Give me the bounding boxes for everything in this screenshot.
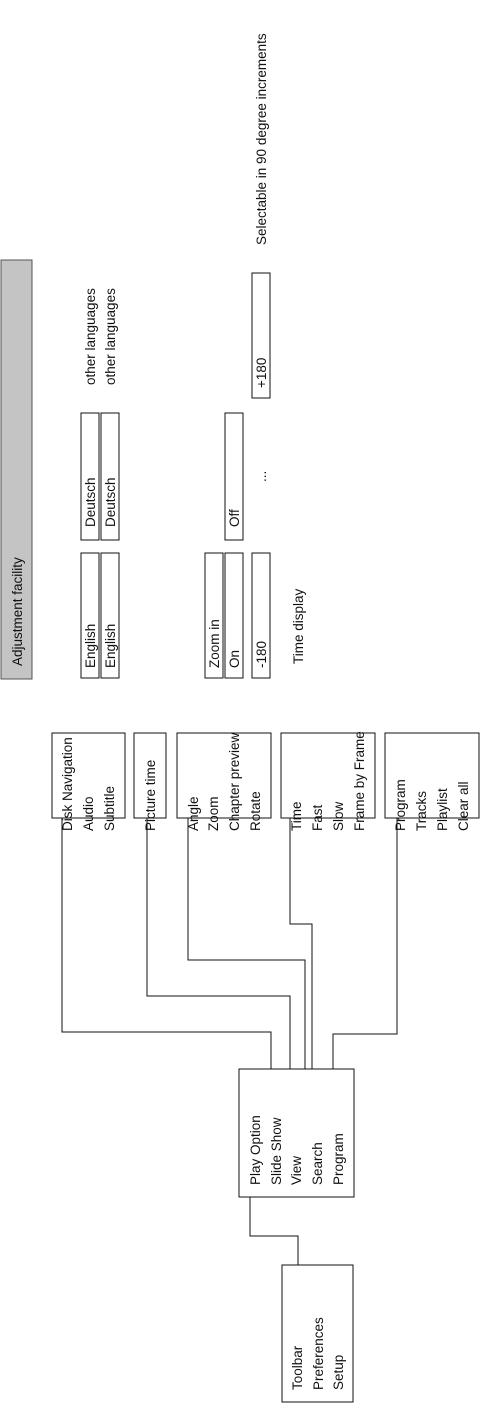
program-item-playlist: Playlist [435, 788, 450, 831]
slide-show-menu-box [133, 732, 167, 819]
rotate-option-minus180-box [251, 552, 271, 679]
subtitle-other-languages: other languages [103, 288, 118, 385]
rotate-option-plus180: +180 [254, 358, 269, 388]
adjustment-facility-label: Adjustment facility [10, 557, 25, 666]
connector-program [332, 818, 398, 1069]
play-option-item-disk-navigation: Disk Navigation [60, 737, 75, 831]
view-item-zoom: Zoom [206, 796, 221, 831]
view-item-rotate: Rotate [248, 791, 263, 831]
rotate-option-plus180-box [251, 272, 271, 399]
program-item-program: Program [393, 779, 408, 831]
main-item-view: View [289, 1156, 304, 1185]
slide-show-item-picture-time: Picture time [143, 760, 158, 831]
audio-option-english: English [83, 624, 98, 668]
subtitle-option-english: English [103, 624, 118, 668]
connector-search [289, 818, 313, 1069]
rotate-ellipsis: ... [254, 471, 269, 482]
program-item-tracks: Tracks [414, 791, 429, 831]
play-option-menu-box [51, 732, 126, 819]
time-display-note: Time display [291, 588, 306, 664]
connector-lines [61, 818, 398, 1265]
subtitle-option-english-box [100, 552, 120, 679]
main-item-slide-show: Slide Show [269, 1117, 284, 1185]
toolbar-item-toolbar: Toolbar [290, 1345, 305, 1390]
zoom-option-box [204, 552, 224, 679]
subtitle-option-deutsch: Deutsch [103, 477, 118, 527]
view-menu-box [176, 732, 272, 819]
chapter-preview-off-box [224, 412, 244, 541]
chapter-preview-on-box [224, 552, 244, 679]
view-item-angle: Angle [186, 796, 201, 831]
search-item-time: Time [289, 802, 304, 832]
main-item-play-option: Play Option [248, 1115, 263, 1185]
main-item-program: Program [331, 1133, 346, 1185]
chapter-preview-off: Off [227, 509, 242, 527]
toolbar-item-setup: Setup [331, 1355, 346, 1390]
view-item-chapter-preview: Chapter preview [227, 732, 242, 831]
program-item-clear-all: Clear all [456, 781, 471, 831]
search-item-frame-by-frame: Frame by Frame [352, 731, 367, 831]
toolbar-menu-box [281, 1264, 354, 1403]
zoom-option-zoom-in: Zoom in [207, 619, 222, 668]
play-option-item-subtitle: Subtitle [102, 786, 117, 831]
main-item-search: Search [310, 1142, 325, 1185]
chapter-preview-on: On [227, 650, 242, 668]
search-item-fast: Fast [310, 804, 325, 831]
connector-toolbar-main [249, 1197, 299, 1265]
search-item-slow: Slow [331, 801, 346, 831]
connector-play-option [61, 818, 272, 1069]
main-menu-box [238, 1068, 355, 1198]
audio-option-deutsch: Deutsch [83, 477, 98, 527]
connector-view [187, 818, 306, 1069]
audio-other-languages: other languages [83, 288, 98, 385]
adjustment-facility-header [0, 259, 33, 680]
audio-option-english-box [80, 552, 100, 679]
play-option-item-audio: Audio [81, 796, 96, 831]
rotate-option-minus180: -180 [254, 641, 269, 668]
program-menu-box [384, 732, 480, 819]
rotate-note: Selectable in 90 degree increments [254, 33, 269, 245]
toolbar-item-preferences: Preferences [311, 1317, 326, 1390]
audio-option-deutsch-box [80, 412, 100, 541]
search-menu-box [280, 732, 376, 819]
connector-slide-show [146, 818, 291, 1069]
subtitle-option-deutsch-box [100, 412, 120, 541]
